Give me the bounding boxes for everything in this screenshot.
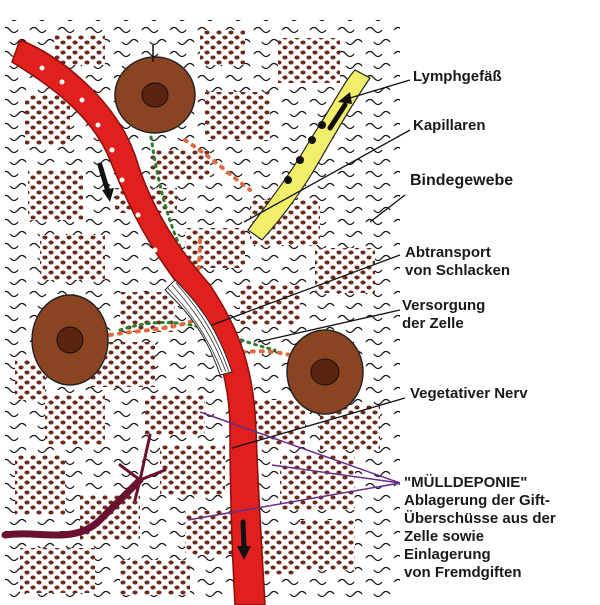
- label-dump-line-1: Ablagerung der Gift-: [404, 492, 550, 509]
- pointer-waste: [211, 254, 401, 326]
- pointer-lines: [211, 79, 411, 449]
- label-waste-dump: "MÜLLDEPONIE" Ablagerung der Gift- Übers…: [404, 474, 556, 582]
- fiber-block: [120, 292, 175, 332]
- fiber-block: [40, 235, 105, 280]
- blood-flow-arrow-icon: [240, 519, 247, 551]
- blood-cells: [39, 65, 158, 253]
- supply-path: [108, 318, 197, 337]
- supply-path: [183, 138, 252, 192]
- lymph-flow-arrowhead-icon: [338, 92, 352, 104]
- capillary-bundle-strands: [167, 282, 230, 373]
- nerve-branches: [118, 433, 167, 502]
- label-dump-line-3: Zelle sowie: [404, 528, 485, 545]
- lymph-cells: [284, 121, 326, 184]
- label-waste-line-2: von Schlacken: [405, 262, 511, 279]
- label-dump-title: "MÜLLDEPONIE": [404, 474, 528, 491]
- fiber-block: [120, 560, 190, 595]
- fiber-block: [185, 228, 245, 268]
- label-dump-line-5: von Fremdgiften: [404, 564, 522, 581]
- fiber-block: [300, 520, 355, 570]
- fiber-block: [315, 248, 375, 293]
- supply-path: [223, 349, 292, 357]
- label-dump-line-4: Einlagerung: [404, 546, 491, 563]
- label-waste-line-1: Abtransport: [405, 244, 491, 261]
- fiber-block: [55, 35, 105, 65]
- fiber-block: [150, 150, 210, 180]
- fiber-block: [28, 170, 83, 220]
- fiber-block: [45, 395, 105, 445]
- blood-flow-arrowhead-icon: [102, 188, 114, 202]
- cell-top: [114, 45, 196, 134]
- label-connective-tissue: Bindegewebe: [410, 172, 514, 189]
- pointer-nerve: [231, 397, 406, 449]
- lymph-flow-arrow-icon: [327, 102, 348, 131]
- fiber-block: [20, 548, 95, 593]
- cell-left: [31, 294, 109, 386]
- fiber-block: [25, 95, 70, 145]
- fiber-block: [280, 455, 355, 510]
- pointer-capillaries: [243, 129, 411, 223]
- label-cell-supply: Versorgung der Zelle: [402, 297, 485, 333]
- label-supply-line-2: der Zelle: [402, 315, 464, 332]
- label-waste-removal: Abtransport von Schlacken: [405, 244, 510, 280]
- label-lymph-vessel: Lymphgefäß: [413, 68, 502, 85]
- pointer-lymph: [349, 79, 411, 99]
- fiber-block: [15, 455, 65, 515]
- fiber-block: [200, 30, 245, 65]
- fiber-block: [240, 285, 300, 325]
- label-capillaries: Kapillaren: [413, 117, 486, 134]
- label-dump-line-2: Überschüsse aus der: [404, 510, 556, 527]
- blood-flow-arrow-icon: [97, 162, 111, 195]
- dump-pointer-lines: [187, 411, 401, 521]
- pointer-supply: [257, 309, 401, 343]
- pointer-connective: [369, 194, 406, 223]
- vegetative-nerve: [1, 476, 144, 539]
- blood-flow-arrowhead-icon: [237, 546, 251, 560]
- fiber-block: [278, 38, 340, 83]
- fiber-block: [145, 395, 205, 435]
- fiber-block: [160, 445, 225, 495]
- label-supply-line-1: Versorgung: [402, 297, 486, 314]
- fiber-block: [80, 495, 140, 540]
- label-vegetative-nerve: Vegetativer Nerv: [410, 385, 528, 402]
- fiber-block: [205, 92, 270, 140]
- cell-right: [286, 329, 364, 415]
